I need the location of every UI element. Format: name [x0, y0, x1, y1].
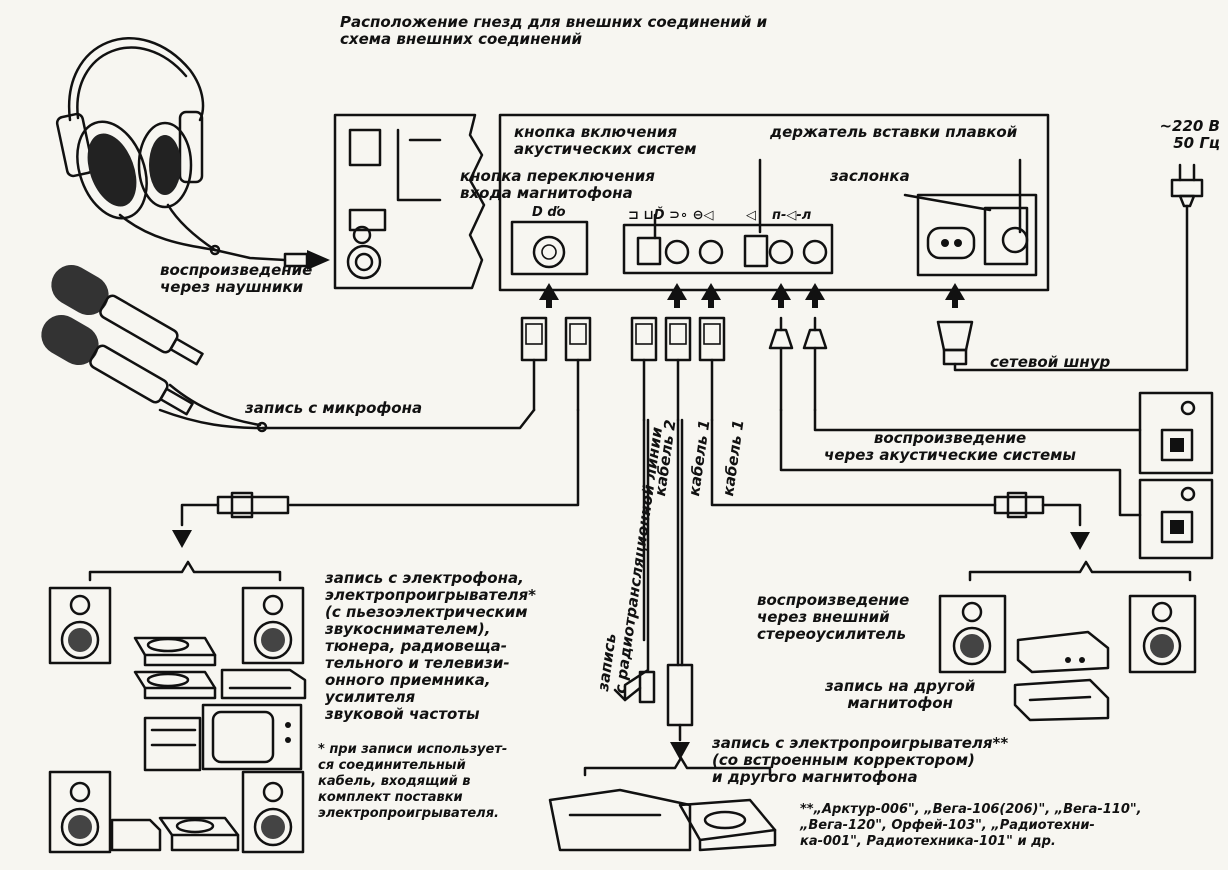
din-plugs	[520, 316, 974, 422]
speaker-icon-rear-1	[1138, 391, 1214, 475]
footnote-1: * при записи использует- ся соединительн…	[318, 742, 508, 821]
socket-symbol-1: D ďo	[532, 205, 566, 220]
external-recorder-icon	[1013, 678, 1110, 722]
record-sources-label: запись с электрофона, электропроигрывате…	[325, 569, 536, 723]
tuner-icon	[220, 668, 307, 700]
turntable-icon-bottom	[678, 798, 777, 852]
microphone-label: запись с микрофона	[245, 399, 423, 417]
input-switch-label: кнопка переключения входа магнитофона	[460, 167, 655, 202]
socket-arrows	[539, 283, 965, 308]
turntable-icon-2	[133, 670, 217, 700]
turntable-icon-1	[133, 636, 217, 667]
headphones-label: воспроизведение через наушники	[160, 261, 313, 296]
rear-panel	[498, 113, 1050, 292]
headphones-icon	[55, 37, 330, 270]
speaker-icon-right-bottom	[241, 770, 305, 854]
microphone-icon	[41, 265, 268, 433]
socket-symbol-3: ◁	[746, 208, 756, 223]
socket-symbol-4: п-◁-л	[772, 208, 812, 223]
diagram-title: Расположение гнезд для внешних соединени…	[340, 13, 768, 48]
front-panel	[333, 113, 486, 290]
cables	[172, 408, 1142, 760]
tv-icon	[201, 703, 303, 771]
socket-symbol-2: ⊐ ⊔Ď ⊃∘ ⊖◁	[628, 208, 714, 223]
shutter-label: заслонка	[830, 167, 910, 185]
speaker-icon-left-top	[48, 586, 112, 665]
radio-icon	[143, 716, 202, 772]
record-player-label: запись с электропроигрывателя** (со встр…	[712, 734, 1009, 786]
footnote-2: **„Арктур-006", „Вега-106(206)", „Вега-1…	[800, 802, 1142, 849]
speakers-playback-label: воспроизведение через акустические систе…	[824, 429, 1076, 464]
mains-cord-label: сетевой шнур	[990, 353, 1111, 371]
radio-line-plug	[613, 670, 656, 704]
braces	[88, 560, 1192, 777]
speaker-icon-left-bottom	[48, 770, 112, 854]
speaker-icon-rear-2	[1138, 478, 1214, 560]
amplifier-icon	[110, 818, 162, 852]
speaker-icon-amp-right	[1128, 594, 1197, 674]
tape-recorder-icon-bottom	[548, 788, 692, 852]
speaker-icon-right-top	[241, 586, 305, 665]
mains-voltage-label: ~220 В 50 Гц	[1159, 117, 1220, 152]
other-recorder-label: запись на другой магнитофон	[825, 677, 976, 712]
external-amplifier-icon	[1016, 630, 1110, 674]
fuse-holder-label: держатель вставки плавкой	[770, 123, 1018, 141]
mains-plug-icon	[953, 163, 1204, 372]
speaker-icon-amp-left	[938, 594, 1007, 674]
external-amp-label: воспроизведение через внешний стереоусил…	[757, 591, 910, 643]
turntable-icon-3	[158, 816, 240, 852]
speaker-button-label: кнопка включения акустических систем	[514, 123, 697, 158]
